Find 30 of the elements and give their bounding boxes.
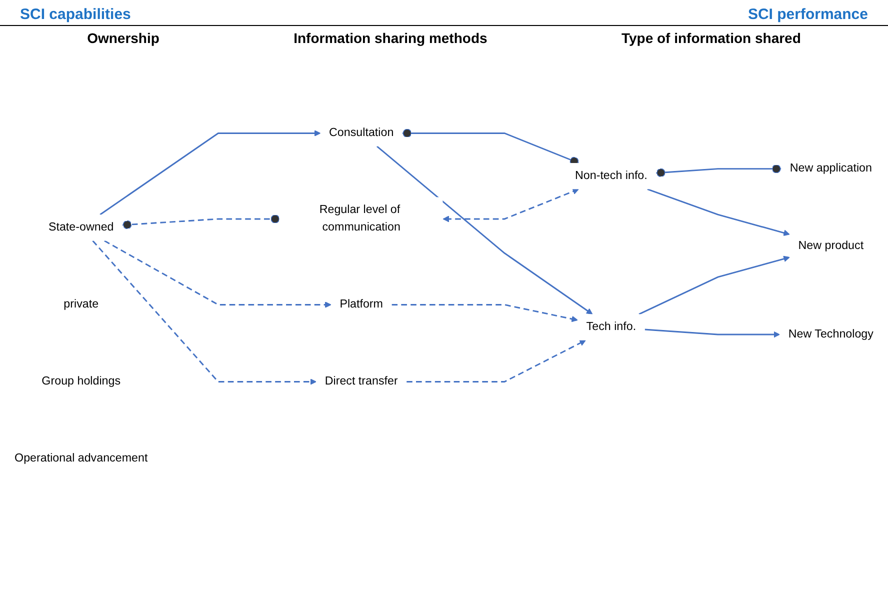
- arrow: [638, 256, 790, 315]
- connector: [402, 128, 579, 166]
- node-text: Platform: [340, 298, 383, 311]
- node-text: private: [64, 298, 99, 311]
- node-text: New application: [790, 162, 872, 175]
- node-text: Regular level of communication: [319, 204, 400, 234]
- node-text: Group holdings: [42, 375, 121, 388]
- node-text: Consultation: [329, 126, 394, 140]
- node-text: Direct transfer: [324, 375, 398, 388]
- section-heading: SCI performance: [748, 6, 868, 23]
- arrow: [376, 146, 593, 314]
- arrow: [442, 188, 579, 222]
- node-text: New product: [798, 239, 864, 252]
- node-text: Operational advancement: [14, 452, 148, 465]
- node-text: State-owned: [48, 221, 114, 234]
- connector: [656, 164, 782, 178]
- arrow: [104, 240, 332, 308]
- section-heading: SCI capabilities: [20, 6, 131, 23]
- node-text: Tech info.: [586, 320, 636, 334]
- arrow: [392, 304, 578, 322]
- column-heading: Ownership: [87, 30, 160, 46]
- connector: [122, 214, 280, 230]
- column-heading: Type of information shared: [621, 30, 801, 46]
- arrow: [647, 188, 790, 236]
- arrow: [92, 240, 316, 385]
- arrow: [406, 340, 586, 382]
- arrow: [644, 328, 780, 338]
- node-text: New Technology: [788, 328, 874, 340]
- arrow: [100, 130, 321, 216]
- column-heading: Information sharing methods: [294, 30, 488, 46]
